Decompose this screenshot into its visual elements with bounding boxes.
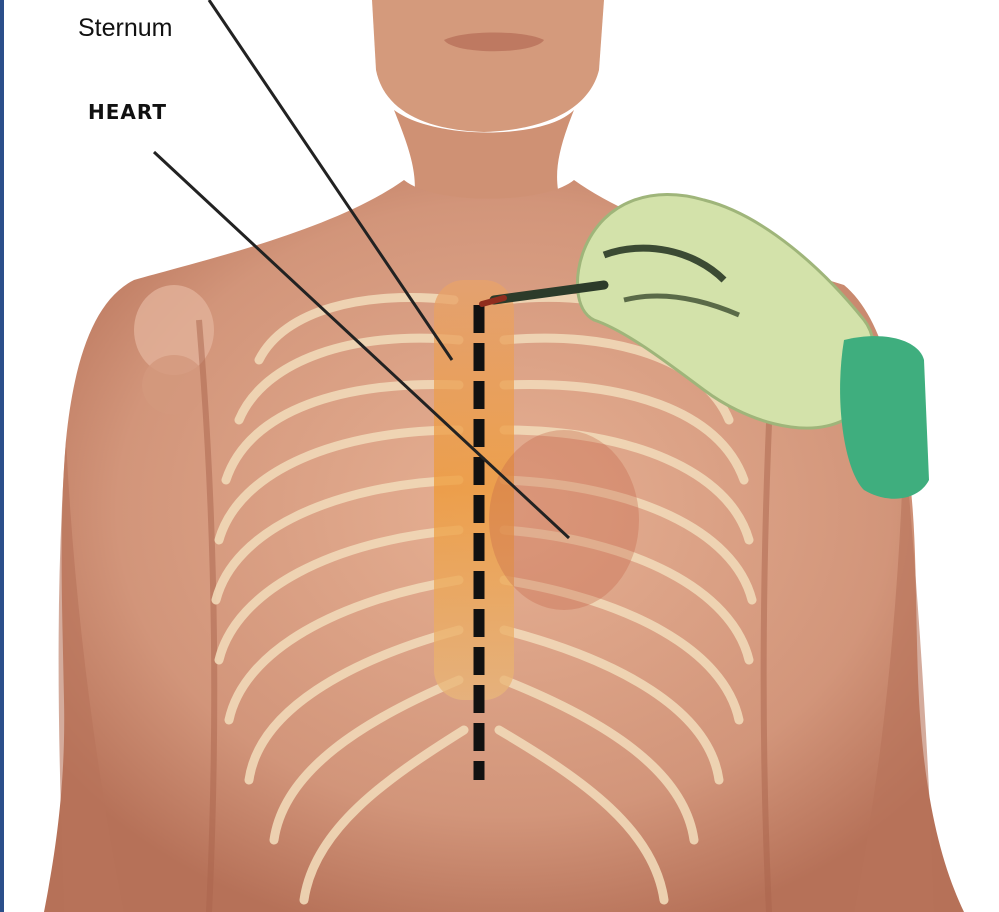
torso-illustration (4, 0, 999, 912)
heart-shape (489, 430, 639, 610)
sternum-label: Sternum (78, 14, 172, 43)
heart-label: HEART (88, 100, 167, 124)
